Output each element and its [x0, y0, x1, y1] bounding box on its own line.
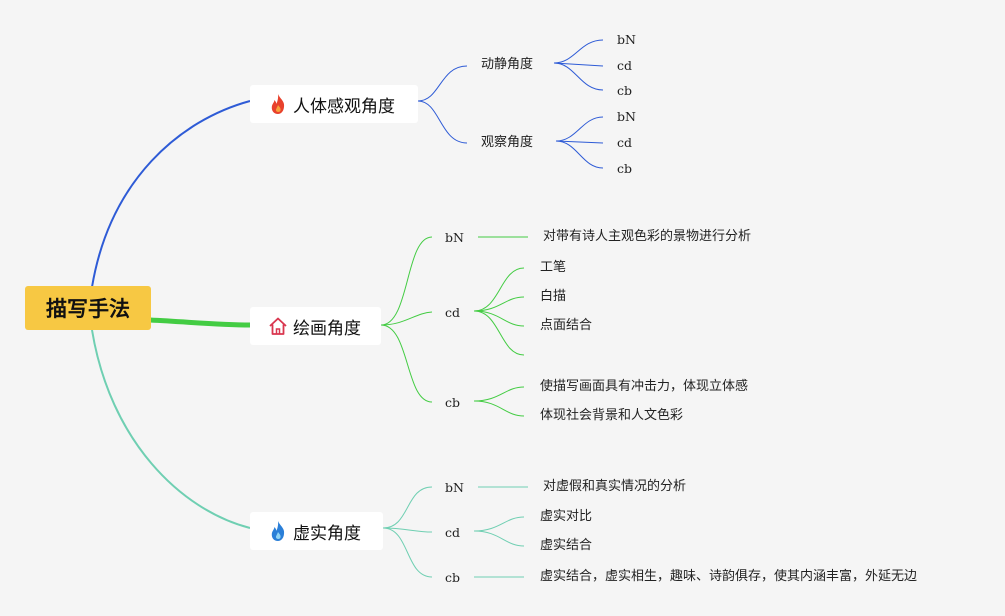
branch-label-2: 绘画角度 — [293, 318, 361, 339]
link-root-branch-2 — [149, 317, 251, 328]
leaf-2-2-1[interactable]: 工笔 — [540, 260, 567, 275]
leaf-3-2-1[interactable]: 虚实对比 — [540, 509, 593, 524]
branch-node-3[interactable]: 虚实角度 — [250, 512, 383, 550]
node-2-3[interactable]: cb — [445, 395, 461, 410]
fire-blue-icon — [268, 520, 288, 542]
leaf-2-3-2[interactable]: 体现社会背景和人文色彩 — [540, 408, 684, 423]
leaf-1-2-1[interactable]: bN — [617, 109, 636, 124]
node-3-1[interactable]: bN — [445, 480, 464, 495]
fire-red-icon — [268, 93, 288, 115]
branch-label-1: 人体感观角度 — [293, 96, 395, 117]
link-root-branch-1 — [91, 100, 251, 288]
node-1-2[interactable]: 观察角度 — [481, 135, 534, 150]
leaf-1-1-1[interactable]: bN — [617, 32, 636, 47]
links-branch-2 — [380, 236, 528, 417]
leaf-1-1-2[interactable]: cd — [617, 58, 633, 73]
leaf-1-2-3[interactable]: cb — [617, 161, 633, 176]
node-3-3[interactable]: cb — [445, 570, 461, 585]
leaf-3-3-1[interactable]: 虚实结合，虚实相生，趣味、诗韵俱存，使其内涵丰富，外延无边 — [540, 569, 918, 584]
leaf-1-1-3[interactable]: cb — [617, 83, 633, 98]
leaf-1-2-2[interactable]: cd — [617, 135, 633, 150]
leaf-2-2-2[interactable]: 白描 — [540, 289, 567, 304]
node-3-2[interactable]: cd — [445, 525, 461, 540]
node-2-1[interactable]: bN — [445, 230, 464, 245]
branch-label-3: 虚实角度 — [293, 523, 361, 544]
node-1-1[interactable]: 动静角度 — [481, 57, 534, 72]
branch-node-1[interactable]: 人体感观角度 — [250, 85, 418, 123]
leaf-2-3-1[interactable]: 使描写画面具有冲击力，体现立体感 — [540, 379, 749, 394]
home-icon — [268, 315, 288, 337]
root-label: 描写手法 — [46, 297, 130, 321]
link-root-branch-3 — [91, 329, 251, 529]
leaf-2-2-3[interactable]: 点面结合 — [540, 318, 593, 333]
node-2-2[interactable]: cd — [445, 305, 461, 320]
leaf-3-1-1[interactable]: 对虚假和真实情况的分析 — [543, 479, 687, 494]
leaf-2-1-1[interactable]: 对带有诗人主观色彩的景物进行分析 — [543, 229, 752, 244]
links-branch-1 — [417, 39, 604, 169]
branch-node-2[interactable]: 绘画角度 — [250, 307, 381, 345]
root-node[interactable]: 描写手法 — [25, 286, 151, 330]
leaf-3-2-2[interactable]: 虚实结合 — [540, 538, 593, 553]
links-branch-3 — [382, 486, 528, 578]
